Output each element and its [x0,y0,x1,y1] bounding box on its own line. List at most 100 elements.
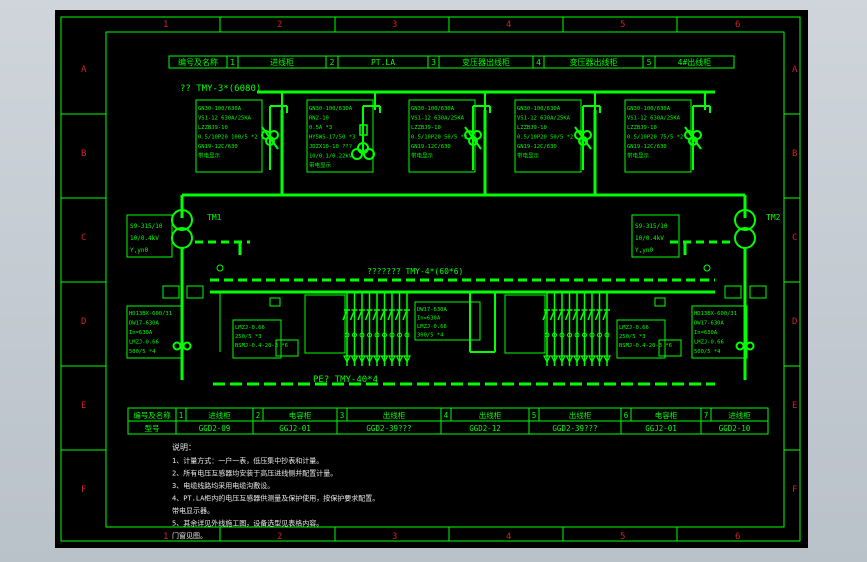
lv-right-feeders [504,292,611,366]
bottom-table-model: GGD2-12 [469,424,501,433]
lv-spec: In=630A [129,330,153,336]
top-table-cell: PT.LA [371,58,395,67]
notes-line: 3、电缆线路均采用电缆沟敷设。 [172,481,274,490]
hv-panel-spec: LZZBJ9-10 [517,125,547,131]
hv-panel-spec: LZZBJ9-10 [627,125,657,131]
column-label-top: 5 [620,20,625,30]
tm1-spec-1: 10/0.4kV [130,235,159,242]
hv-panel-spec: GN30-100/630A [198,106,242,112]
row-label-left: C [81,233,86,243]
lv-spec: 250/5 *3 [235,334,262,340]
hv-panel-spec: 带电显示 [627,152,650,160]
column-label-top: 2 [277,20,282,30]
tm2-spec-2: Y,yn0 [635,247,653,254]
column-label-bottom: 3 [392,532,397,542]
bottom-table-model: GGD2-09 [199,424,231,433]
bottom-table-header: 1 [179,411,184,420]
hv-panel-spec: 带电显示 [411,152,434,160]
hv-panel-spec: VS1-12 630A/25KA [411,116,465,122]
row-label-left: A [81,65,87,75]
column-label-bottom: 6 [735,532,740,542]
notes-block: 说明： 1、计量方式：一户一表，低压集中抄表和计量。2、所有电压互感器均安装于高… [172,442,379,540]
top-table-cell: 编号及名称 [178,57,218,67]
hv-panel-spec: 0.5/10P20 50/5 *2 [517,135,573,141]
lv-left-capacitor: LMZJ-0.66 250/5 *3 BSMJ-0.4-20-3 *6 [232,297,299,359]
lv-spec: LMZJ-0.66 [235,325,265,331]
top-table-cell: 变压器出线柜 [462,57,510,67]
hv-panel-spec: VS1-12 630A/25KA [517,116,571,122]
row-label-left: B [81,149,86,159]
bottom-table-header: 出线柜 [383,410,406,420]
hv-panel-spec: 0.5A *3 [309,125,332,131]
column-label-bottom: 1 [163,532,168,542]
top-table-cell: 3 [431,58,436,67]
row-label-right: D [792,317,797,327]
lv-spec: 250/5 *3 [619,334,646,340]
bottom-table-header: 电容柜 [655,410,678,420]
hv-panel-spec: 带电显示 [517,152,540,160]
notes-line: 门窗见图。 [172,531,207,540]
hv-panel-spec: GN19-12C/630 [198,144,238,150]
tm2-label: TM2 [766,213,781,222]
hv-panel-spec: GN30-100/630A [411,106,455,112]
bottom-table-header: 5 [532,411,537,420]
inner-frame [105,31,785,528]
lv-breaker-symbol [735,310,755,351]
tm2-spec-1: 10/0.4kV [635,235,664,242]
column-label-top: 6 [735,20,740,30]
hv-panel-spec: 0.5/10P20 100/5 *2 [198,135,258,141]
lv-spec: LMZJ-0.66 [694,340,724,346]
bottom-table-model: 型号 [145,424,160,433]
bottom-table-header: 编号及名称 [133,410,171,420]
row-label-right: F [792,485,797,495]
lv-spec: 500/5 *4 [129,349,156,355]
tm1-spec-0: S9-315/10 [130,223,163,230]
lv-bus-label: ??????? TMY-4*(60*6) [367,267,463,276]
lv-spec: 500/5 *4 [694,349,721,355]
hv-panel-spec: HY5WS-17/50 *3 [309,135,355,141]
hv-bus-label: ?? TMY-3*(6080) [180,84,261,94]
lv-spec: LMZJ-0.66 [129,340,159,346]
lv-spec: DW17-630A [129,321,159,327]
lv-spec: LMZJ-0.66 [619,325,649,331]
bottom-table-model: GGJ2-01 [279,424,311,433]
hv-panel-spec: LZZBJ9-10 [198,125,228,131]
lv-left-feeders [304,292,411,366]
hv-panel-spec: 0.5/10P20 75/5 *2 [627,135,683,141]
top-table-cell: 4 [536,58,541,67]
hv-panel-spec: GN19-12C/630 [411,144,451,150]
lv-right-incomer: HD13BX-600/31DW17-630AIn=630ALMZJ-0.6650… [691,285,767,359]
hv-panel-spec: LZZBJ9-10 [411,125,441,131]
bottom-table-header: 进线柜 [728,410,751,420]
column-label-top: 4 [506,20,511,30]
tm1-spec-2: Y,yn0 [130,247,148,254]
bottom-table-model: GGD2-39??? [552,424,597,433]
bottom-table-header: 出线柜 [569,410,592,420]
row-label-right: C [792,233,797,243]
bottom-table-header: 6 [624,411,629,420]
top-table-cell: 5 [647,58,652,67]
bottom-table-header: 7 [704,411,709,420]
top-table-cell: 1 [230,58,235,67]
lv-spec: HD13BX-600/31 [129,311,172,317]
lv-spec: 300/5 *4 [417,333,444,339]
row-label-right: B [792,149,797,159]
transformer-tm1: TM1 S9-315/10 10/0.4kV Y,yn0 [126,209,222,258]
row-label-right: E [792,401,797,411]
row-label-left: F [81,485,86,495]
bottom-table-header: 进线柜 [208,410,231,420]
notes-line: 4、PT.LA柜内的电压互感器供测量及保护使用，按保护要求配置。 [172,494,379,503]
outer-frame [60,16,801,542]
notes-line: 1、计量方式：一户一表，低压集中抄表和计量。 [172,456,323,465]
lv-spec: BSMJ-0.4-20-3 *6 [235,343,288,349]
lv-spec: DW17-630A [417,307,447,313]
